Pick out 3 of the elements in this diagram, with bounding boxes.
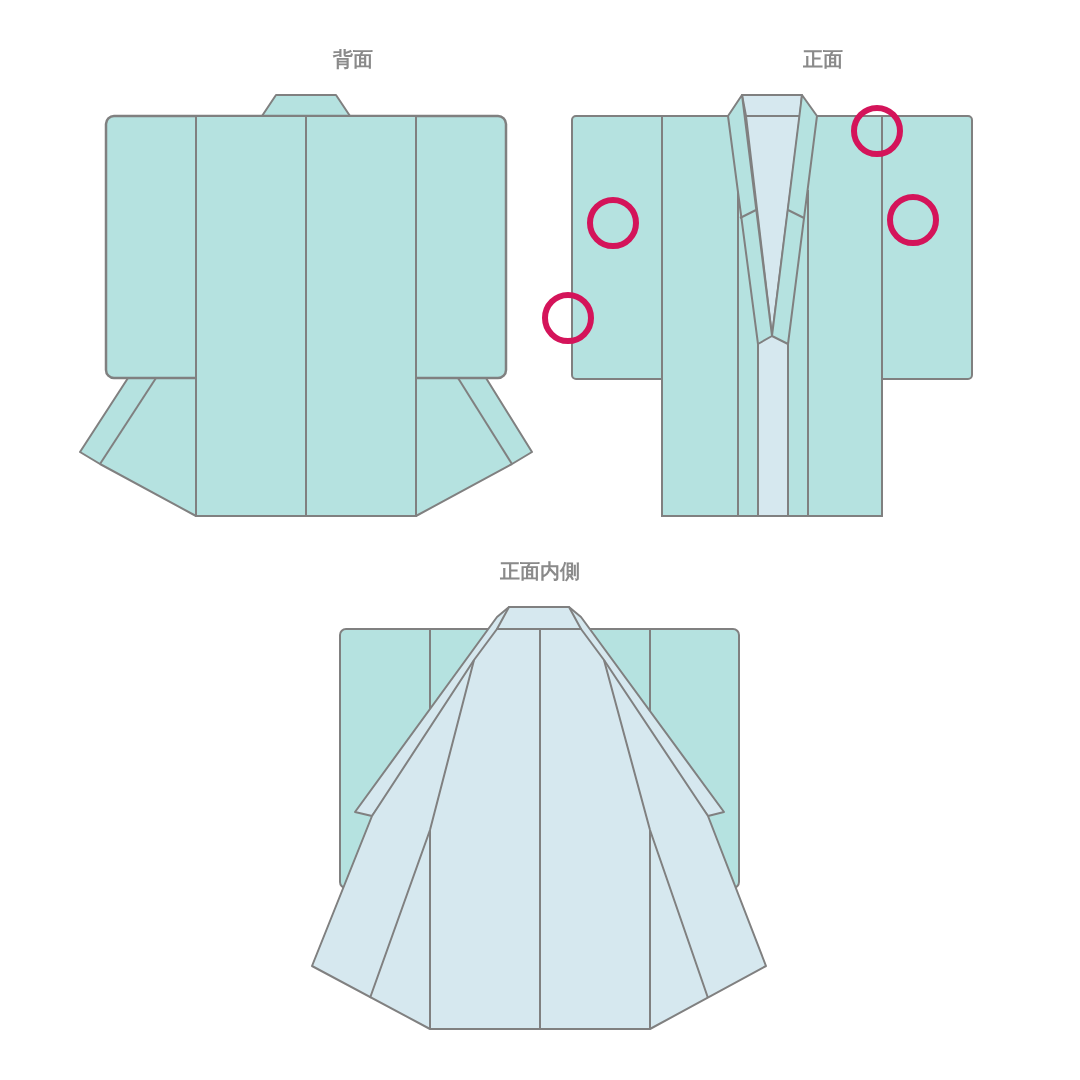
view-title: 背面	[333, 47, 373, 71]
view-title: 正面	[803, 47, 843, 71]
view-title: 正面内側	[500, 559, 580, 583]
